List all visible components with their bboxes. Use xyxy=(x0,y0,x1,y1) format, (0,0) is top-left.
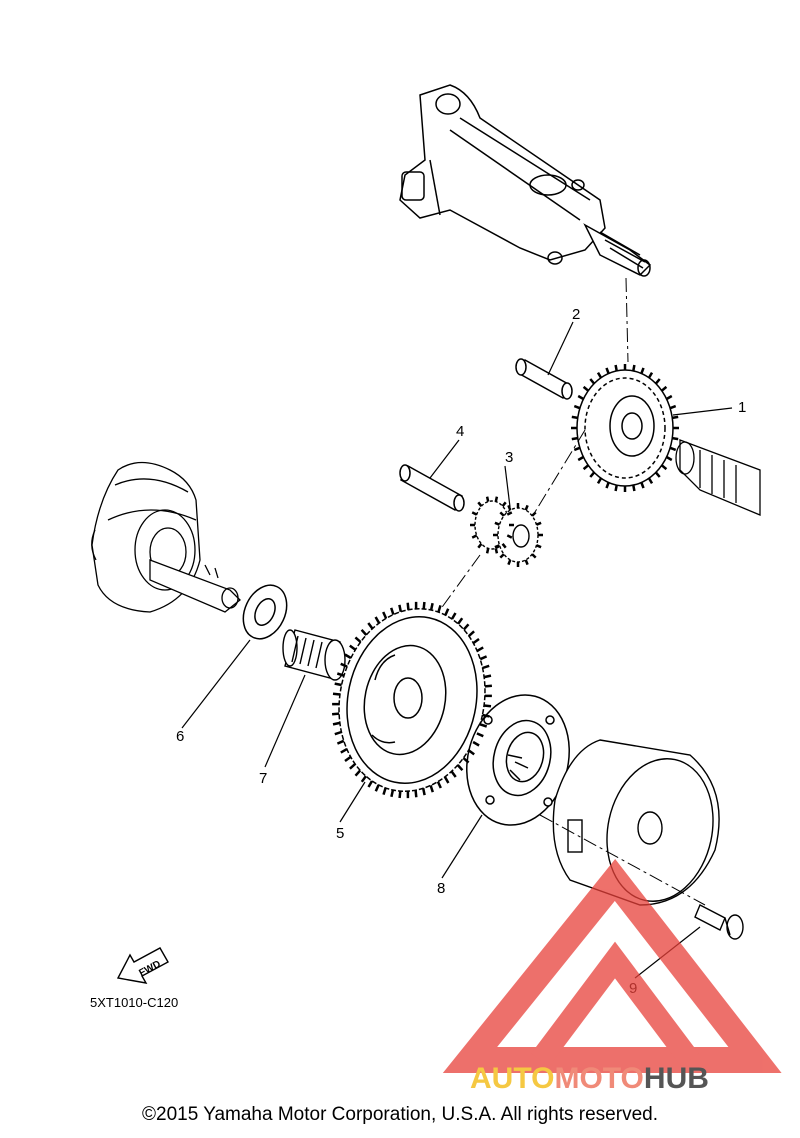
part-2-pin xyxy=(515,358,573,400)
watermark-logo xyxy=(442,859,782,1073)
watermark-text: AUTOMOTOHUB xyxy=(470,1062,709,1095)
callout-1: 1 xyxy=(738,399,746,416)
starter-motor xyxy=(399,84,652,277)
rotor-flywheel xyxy=(552,739,720,906)
part-3-small-teeth-path xyxy=(470,496,514,554)
centerline-idler xyxy=(439,554,481,611)
centerline-bolt xyxy=(539,814,706,906)
callout-7: 7 xyxy=(259,770,267,787)
callout-8: 8 xyxy=(437,880,445,897)
copyright-notice: ©2015 Yamaha Motor Corporation, U.S.A. A… xyxy=(142,1104,658,1125)
fwd-arrow-icon xyxy=(116,947,169,984)
part-3-idler-gear xyxy=(474,500,539,563)
part-3-large-teeth-path xyxy=(493,503,543,567)
part-5-starter-wheel-gear xyxy=(338,608,486,792)
part-3-small-teeth xyxy=(470,496,514,554)
callout-2: 2 xyxy=(572,306,580,323)
diagram-code: 5XT1010-C120 xyxy=(90,995,178,1010)
part-3-large-teeth xyxy=(493,503,543,567)
callout-6: 6 xyxy=(176,728,184,745)
watermark-hub: HUB xyxy=(644,1062,709,1095)
part-9-bolt xyxy=(694,904,744,940)
part-1-gear xyxy=(576,369,674,487)
part-5-gear-teeth xyxy=(331,601,493,799)
part-8-one-way-clutch xyxy=(466,694,570,826)
part-6-washer xyxy=(242,584,288,640)
watermark-auto: AUTO xyxy=(470,1062,554,1095)
part-7-needle-bearing xyxy=(282,629,346,681)
centerline-motor xyxy=(625,277,629,363)
watermark-moto: MOTO xyxy=(554,1062,643,1095)
part-5-gear-teeth-path xyxy=(331,601,493,799)
part-1-gear-teeth-path xyxy=(571,364,679,492)
part-4-pin xyxy=(399,464,465,512)
centerline-gear xyxy=(534,429,586,513)
part-1-gear-teeth xyxy=(571,364,679,492)
shaft-partial xyxy=(675,439,761,516)
callout-4: 4 xyxy=(456,423,464,440)
crankcase-partial xyxy=(91,461,241,613)
callout-5: 5 xyxy=(336,825,344,842)
callout-3: 3 xyxy=(505,449,513,466)
